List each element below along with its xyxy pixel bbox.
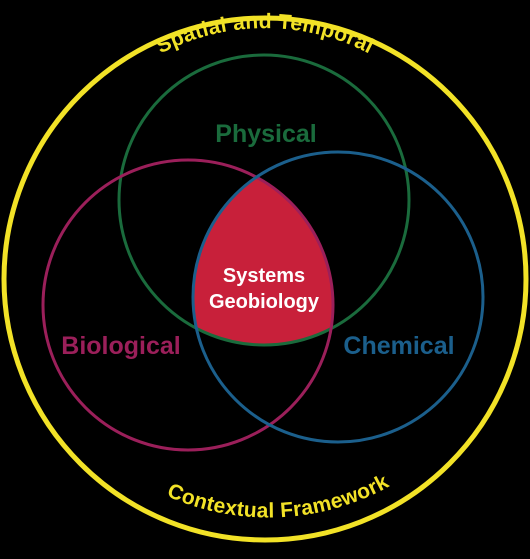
center-label-line1: Systems [223,265,305,287]
biological-circle [41,158,335,452]
biological-label: Biological [61,332,180,360]
chemical-label: Chemical [343,332,454,360]
framework-circle [1,15,529,543]
framework-top-label-path: Spatial and Temporal [153,10,378,58]
physical-circle [117,53,411,347]
chemical-circle [191,150,485,444]
framework-bottom-label-path: Contextual Framework [164,470,392,523]
center-label-line2: Geobiology [209,291,320,313]
framework-top-label: Spatial and Temporal [153,10,378,58]
physical-label: Physical [215,120,316,148]
framework-bottom-label: Contextual Framework [164,470,392,523]
systems-geobiology-region [193,160,333,345]
